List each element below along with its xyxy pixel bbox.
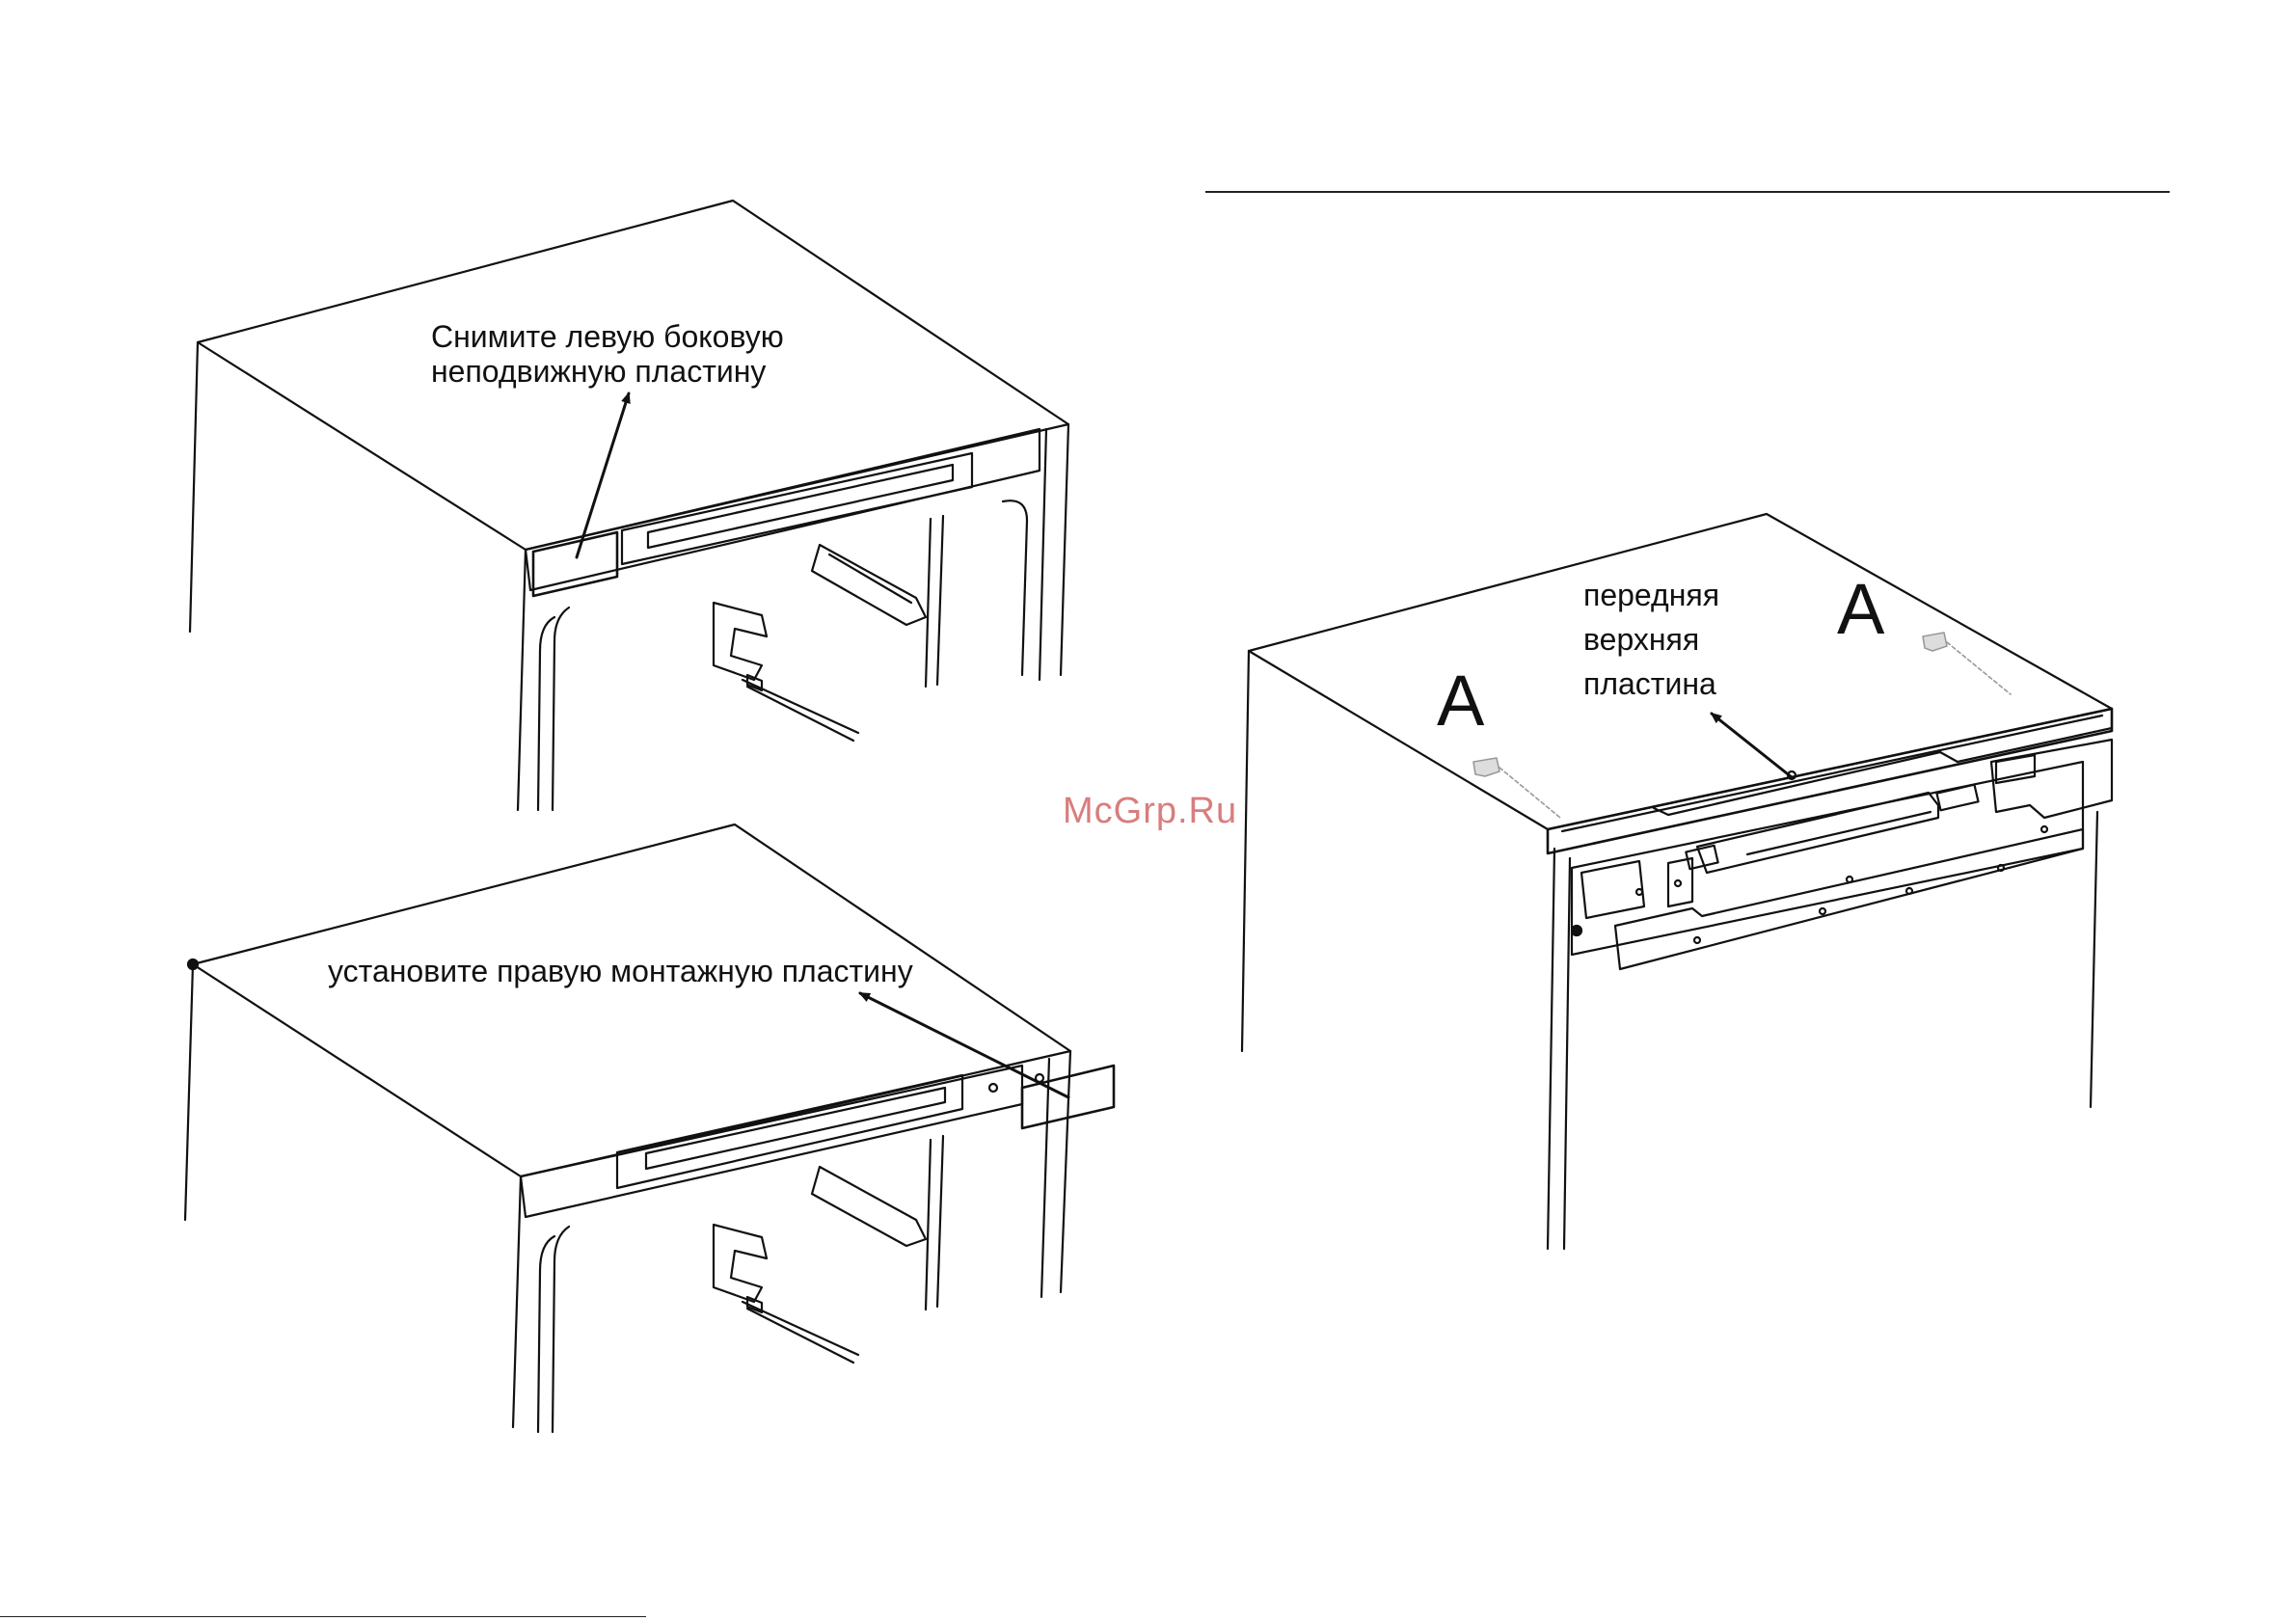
fig3-callout-line1: передняя xyxy=(1583,576,1719,614)
fig3-callout-line2: верхняя xyxy=(1583,620,1699,659)
arrow-fig3 xyxy=(1712,714,1792,777)
fig3-callout-line3: пластина xyxy=(1583,664,1716,703)
fig1-callout-line2: неподвижную пластину xyxy=(431,352,766,391)
fig3-marker-left: A xyxy=(1437,665,1484,737)
cabinet-figure-2 xyxy=(185,824,1114,1432)
cabinet-figure-1 xyxy=(190,201,1068,810)
fig3-marker-right: A xyxy=(1837,574,1884,645)
arrow-fig2 xyxy=(860,993,1068,1097)
fig1-callout-line1: Снимите левую боковую xyxy=(431,317,784,356)
watermark: McGrp.Ru xyxy=(1063,791,1237,832)
fig2-callout: установите правую монтажную пластину xyxy=(328,952,913,990)
